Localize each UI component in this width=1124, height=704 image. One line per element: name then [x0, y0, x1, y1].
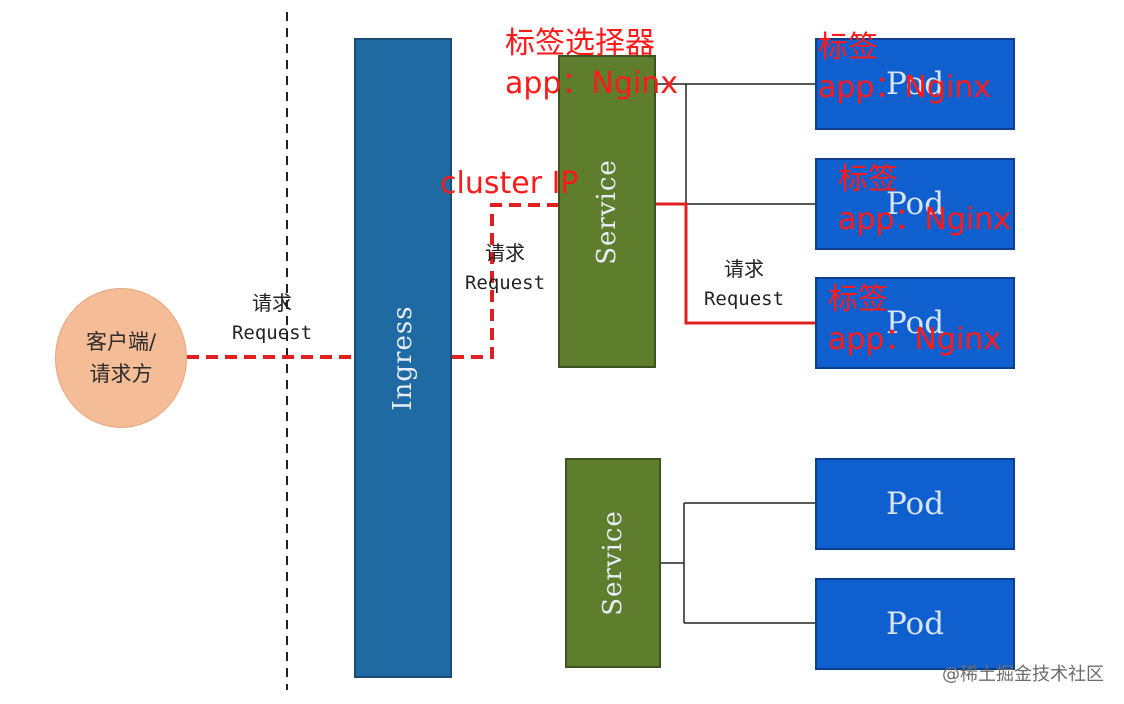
pod-node-3: Pod [815, 277, 1015, 369]
pod-node-5: Pod [815, 578, 1015, 670]
service-node-2: Service [565, 458, 661, 668]
pod-node-4: Pod [815, 458, 1015, 550]
selector-value: app：Nginx [505, 66, 679, 101]
ingress-to-service-path [452, 203, 558, 359]
client-label-line1: 客户端/ [85, 330, 157, 354]
client-label-line2: 请求方 [89, 362, 153, 386]
service-label-2: Service [598, 510, 628, 616]
service-node-1: Service [558, 55, 656, 368]
pod-tag-annotation-2: 标签 app：Nginx [838, 160, 1011, 240]
ingress-node: Ingress [354, 38, 452, 678]
cluster-ip-annotation: cluster IP [440, 166, 579, 201]
watermark: @稀土掘金技术社区 [942, 664, 1104, 685]
pod-label-4: Pod [885, 486, 945, 522]
pod-tag-title-1: 标签 [818, 30, 878, 65]
request-label-3-en: Request [703, 288, 785, 310]
request-label-2-zh: 请求 [485, 241, 525, 265]
selector-annotation: 标签选择器 app：Nginx [505, 24, 678, 104]
pod-tag-value-3: app：Nginx [828, 322, 1002, 357]
service-label-1: Service [592, 158, 622, 265]
pod-label-5: Pod [885, 606, 945, 642]
pod-label-2: Pod [885, 186, 945, 222]
pod-tag-annotation-1: 标签 app：Nginx [818, 28, 991, 108]
request-label-3-zh: 请求 [724, 257, 764, 281]
request-label-1-en: Request [231, 322, 313, 344]
pod-tag-annotation-3: 标签 app：Nginx [828, 280, 1001, 360]
request-label-1: 请求 Request [222, 288, 322, 348]
pod-tag-title-3: 标签 [828, 282, 888, 317]
request-label-3: 请求 Request [694, 254, 794, 314]
request-label-2-en: Request [464, 272, 546, 294]
pod-label-1: Pod [885, 66, 945, 102]
ingress-label: Ingress [388, 305, 418, 411]
request-label-1-zh: 请求 [252, 291, 292, 315]
pod-tag-value-2: app：Nginx [838, 202, 1012, 237]
pod-label-3: Pod [885, 305, 945, 341]
pod-tag-title-2: 标签 [838, 162, 898, 197]
request-label-2: 请求 Request [455, 238, 555, 298]
pod-tag-value-1: app：Nginx [818, 70, 992, 105]
client-node: 客户端/ 请求方 [55, 288, 187, 428]
pod-node-2: Pod [815, 158, 1015, 250]
pod-node-1: Pod [815, 38, 1015, 130]
service1-to-pod3-path [656, 202, 815, 325]
selector-title: 标签选择器 [505, 26, 655, 61]
